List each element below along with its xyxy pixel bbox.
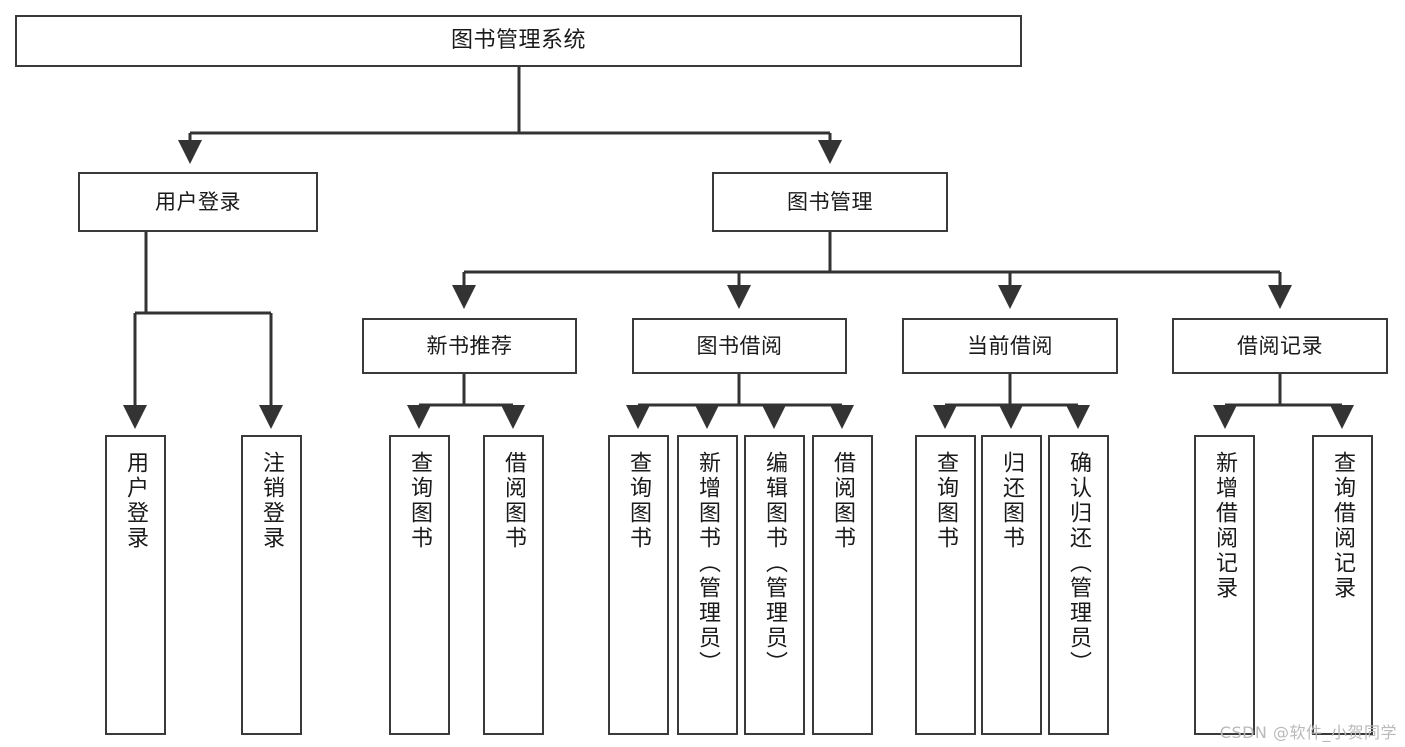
leaf-user-login-login[interactable]: 用户登录 bbox=[105, 435, 166, 735]
node-label: 新增图书（管理员） bbox=[695, 451, 721, 676]
node-label: 借阅记录 bbox=[1237, 333, 1323, 358]
node-new-book-recommend[interactable]: 新书推荐 bbox=[362, 318, 577, 374]
node-label: 新书推荐 bbox=[426, 333, 513, 358]
leaf-borrow-borrow-book[interactable]: 借阅图书 bbox=[812, 435, 873, 735]
node-label: 图书管理系统 bbox=[450, 28, 586, 54]
leaf-borrow-query-book[interactable]: 查询图书 bbox=[608, 435, 669, 735]
leaf-current-query-book[interactable]: 查询图书 bbox=[915, 435, 976, 735]
node-label: 借阅图书 bbox=[830, 451, 856, 551]
node-label: 编辑图书（管理员） bbox=[762, 451, 788, 676]
node-label: 查询图书 bbox=[933, 451, 959, 551]
node-label: 注销登录 bbox=[259, 451, 285, 551]
node-label: 当前借阅 bbox=[967, 333, 1053, 358]
node-root-system[interactable]: 图书管理系统 bbox=[15, 15, 1022, 67]
leaf-record-add-record[interactable]: 新增借阅记录 bbox=[1194, 435, 1255, 735]
node-label: 归还图书 bbox=[999, 451, 1025, 551]
leaf-current-confirm-return-admin[interactable]: 确认归还（管理员） bbox=[1048, 435, 1109, 735]
leaf-borrow-edit-book-admin[interactable]: 编辑图书（管理员） bbox=[744, 435, 805, 735]
leaf-current-return-book[interactable]: 归还图书 bbox=[981, 435, 1042, 735]
node-label: 查询图书 bbox=[626, 451, 652, 551]
node-label: 新增借阅记录 bbox=[1212, 451, 1238, 601]
node-label: 确认归还（管理员） bbox=[1066, 451, 1092, 676]
node-book-management[interactable]: 图书管理 bbox=[712, 172, 948, 232]
node-book-borrow[interactable]: 图书借阅 bbox=[632, 318, 847, 374]
node-label: 查询借阅记录 bbox=[1330, 451, 1356, 601]
node-borrow-record[interactable]: 借阅记录 bbox=[1172, 318, 1388, 374]
node-user-login[interactable]: 用户登录 bbox=[78, 172, 318, 232]
node-label: 图书借阅 bbox=[696, 333, 783, 358]
leaf-recommend-query-book[interactable]: 查询图书 bbox=[389, 435, 450, 735]
node-current-borrow[interactable]: 当前借阅 bbox=[902, 318, 1118, 374]
leaf-record-query-record[interactable]: 查询借阅记录 bbox=[1312, 435, 1373, 735]
node-label: 用户登录 bbox=[155, 189, 241, 214]
leaf-borrow-add-book-admin[interactable]: 新增图书（管理员） bbox=[677, 435, 738, 735]
node-label: 图书管理 bbox=[787, 189, 873, 214]
node-label: 借阅图书 bbox=[501, 451, 527, 551]
node-label: 用户登录 bbox=[123, 451, 149, 551]
leaf-user-login-logout[interactable]: 注销登录 bbox=[241, 435, 302, 735]
node-label: 查询图书 bbox=[407, 451, 433, 551]
leaf-recommend-borrow-book[interactable]: 借阅图书 bbox=[483, 435, 544, 735]
